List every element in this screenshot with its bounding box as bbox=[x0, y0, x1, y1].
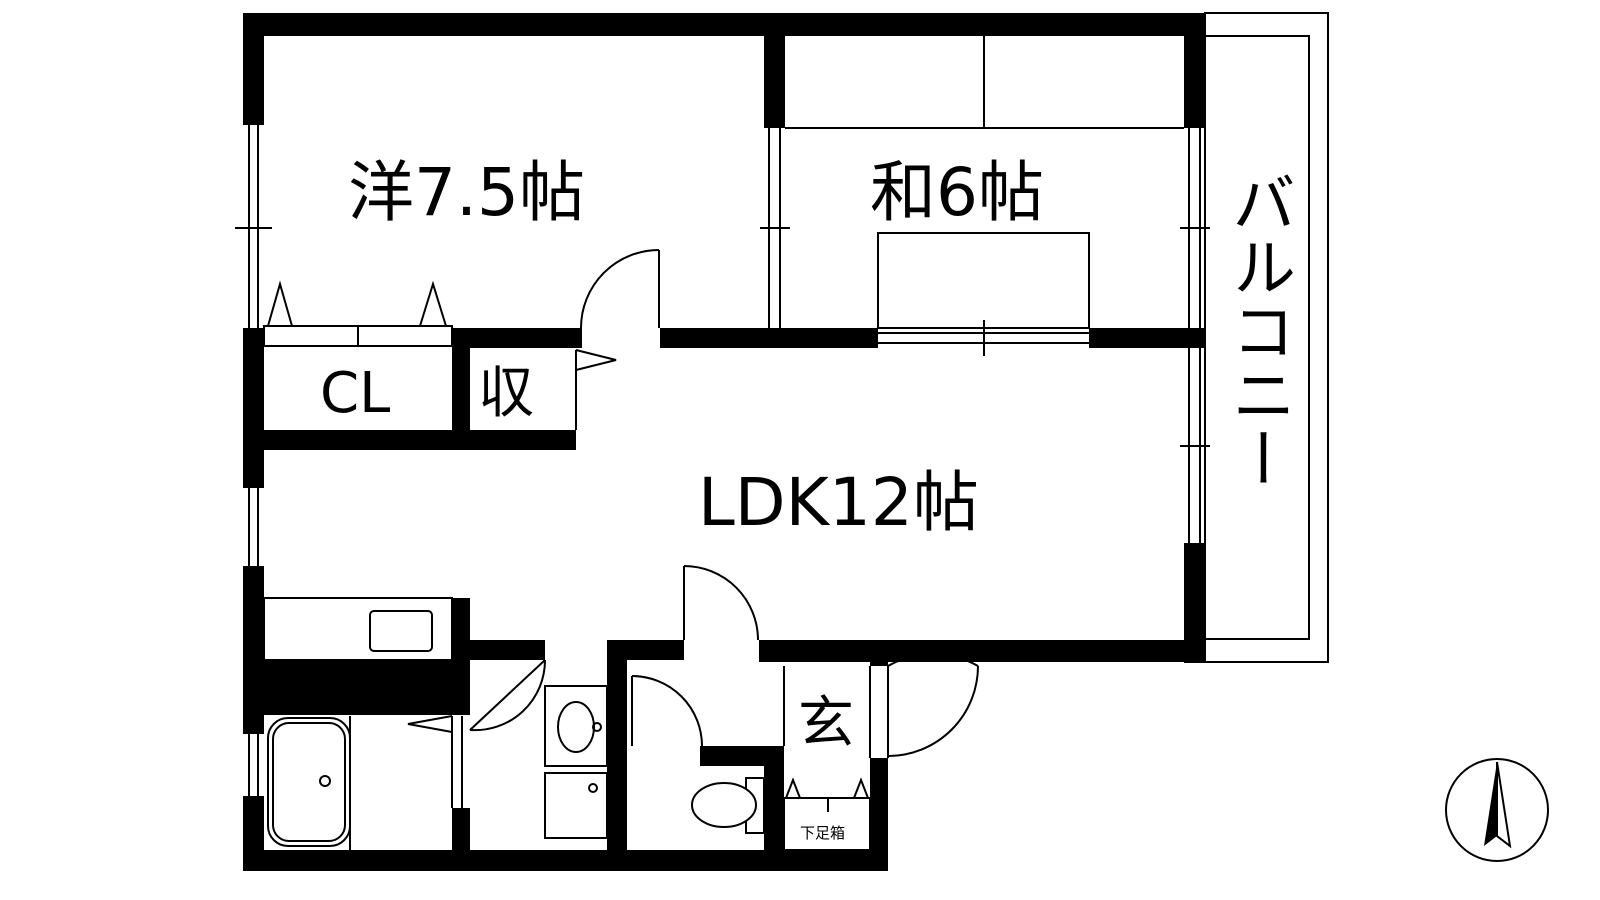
north-arrow-icon bbox=[1445, 758, 1549, 862]
walls bbox=[243, 13, 1205, 871]
room-label-storage: 収 bbox=[478, 361, 534, 426]
balcony bbox=[1204, 12, 1329, 663]
room-label-western: 洋7.5帖 bbox=[348, 154, 585, 231]
room-label-japanese: 和6帖 bbox=[870, 154, 1044, 231]
oshiire bbox=[785, 36, 1184, 329]
label-shoe-box: 下足箱 bbox=[800, 824, 845, 842]
toilet bbox=[691, 777, 765, 834]
bathtub bbox=[267, 716, 463, 850]
windows bbox=[235, 125, 1210, 796]
room-label-closet: CL bbox=[320, 361, 390, 426]
closet bbox=[263, 280, 453, 347]
entrance-step bbox=[783, 666, 871, 851]
wash-basin bbox=[544, 685, 608, 767]
kitchen-counter bbox=[263, 597, 453, 661]
room-label-balcony: バルコニー bbox=[1221, 170, 1295, 490]
washing-machine-pan bbox=[544, 772, 608, 839]
room-label-ldk: LDK12帖 bbox=[698, 464, 979, 541]
room-label-entrance: 玄 bbox=[798, 691, 854, 756]
doors bbox=[407, 249, 979, 758]
